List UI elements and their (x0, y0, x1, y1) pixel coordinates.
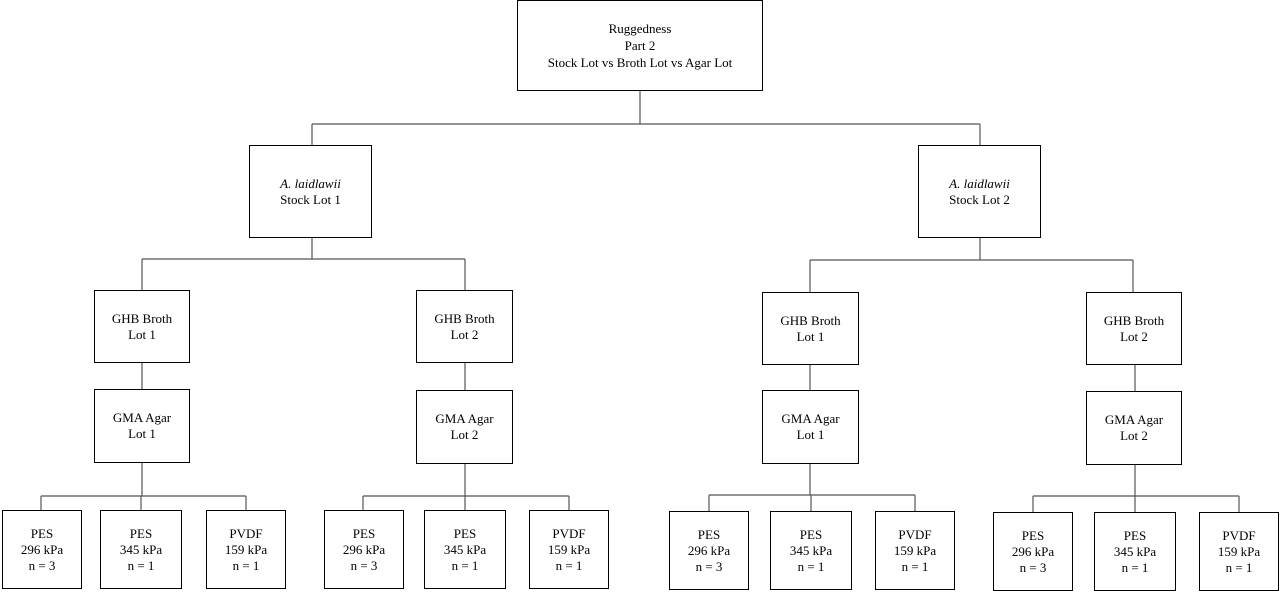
agar-lot: Lot 1 (128, 426, 156, 441)
root-description: Stock Lot vs Broth Lot vs Agar Lot (547, 55, 733, 70)
sample-count: n = 1 (1121, 559, 1149, 575)
broth-lot-node: GHB Broth Lot 1 (94, 290, 190, 363)
agar-name: GMA Agar (781, 411, 840, 426)
membrane-type: PVDF (898, 526, 932, 542)
pressure-value: 296 kPa (20, 541, 64, 557)
pressure-value: 345 kPa (119, 541, 163, 557)
agar-lot-node: GMA Agar Lot 2 (1086, 391, 1182, 465)
membrane-test-node: PES 296 kPa n = 3 (669, 511, 749, 590)
broth-lot-node: GHB Broth Lot 1 (762, 292, 859, 365)
sample-count: n = 3 (28, 557, 56, 573)
membrane-test-node: PVDF 159 kPa n = 1 (875, 511, 955, 590)
broth-lot: Lot 2 (450, 326, 479, 342)
membrane-type: PES (1021, 527, 1045, 543)
broth-lot: Lot 1 (796, 328, 825, 344)
broth-lot-node: GHB Broth Lot 2 (416, 290, 513, 363)
membrane-type: PES (453, 525, 477, 541)
pressure-value: 159 kPa (1217, 543, 1261, 559)
membrane-test-node: PES 296 kPa n = 3 (993, 512, 1073, 591)
pressure-value: 345 kPa (443, 541, 487, 557)
broth-name: GHB Broth (780, 312, 841, 328)
broth-lot: Lot 1 (128, 326, 156, 342)
sample-count: n = 3 (1019, 559, 1047, 575)
broth-lot-node: GHB Broth Lot 2 (1086, 292, 1182, 365)
broth-name: GHB Broth (1103, 312, 1165, 328)
agar-name: GMA Agar (1104, 412, 1164, 427)
pressure-value: 345 kPa (789, 542, 833, 558)
sample-count: n = 1 (1225, 559, 1253, 575)
membrane-test-node: PES 296 kPa n = 3 (324, 510, 404, 589)
membrane-test-node: PES 345 kPa n = 1 (770, 511, 852, 590)
stock-lot-node: A. laidlawii Stock Lot 1 (249, 145, 372, 238)
sample-count: n = 1 (127, 557, 155, 573)
agar-lot-node: GMA Agar Lot 1 (94, 389, 190, 463)
membrane-type: PES (1123, 527, 1147, 543)
membrane-type: PES (352, 525, 376, 541)
stock-lot-label: Stock Lot 1 (280, 191, 341, 207)
pressure-value: 345 kPa (1113, 543, 1157, 559)
membrane-test-node: PVDF 159 kPa n = 1 (206, 510, 286, 589)
membrane-test-node: PVDF 159 kPa n = 1 (1199, 512, 1279, 591)
sample-count: n = 1 (232, 557, 260, 573)
pressure-value: 296 kPa (1011, 543, 1055, 559)
membrane-test-node: PES 345 kPa n = 1 (100, 510, 182, 589)
pressure-value: 159 kPa (547, 541, 591, 557)
agar-name: GMA Agar (435, 411, 494, 426)
membrane-type: PES (697, 526, 721, 542)
sample-count: n = 3 (350, 557, 378, 573)
species-label: A. laidlawii (949, 175, 1010, 191)
pressure-value: 159 kPa (893, 542, 937, 558)
broth-name: GHB Broth (434, 310, 495, 326)
membrane-type: PES (129, 525, 153, 541)
stock-lot-label: Stock Lot 2 (949, 191, 1010, 207)
sample-count: n = 3 (695, 558, 723, 574)
sample-count: n = 1 (797, 558, 825, 574)
membrane-type: PES (30, 525, 54, 541)
membrane-test-node: PES 345 kPa n = 1 (1094, 512, 1176, 591)
agar-lot-node: GMA Agar Lot 2 (416, 390, 513, 464)
membrane-type: PVDF (552, 525, 586, 541)
broth-lot: Lot 2 (1120, 328, 1148, 344)
agar-name: GMA Agar (112, 410, 172, 425)
pressure-value: 296 kPa (687, 542, 731, 558)
stock-lot-node: A. laidlawii Stock Lot 2 (918, 145, 1041, 238)
sample-count: n = 1 (451, 557, 479, 573)
sample-count: n = 1 (901, 558, 929, 574)
root-subtitle: Part 2 (624, 38, 656, 53)
sample-count: n = 1 (555, 557, 583, 573)
membrane-test-node: PES 296 kPa n = 3 (2, 510, 82, 589)
broth-name: GHB Broth (111, 310, 173, 326)
membrane-type: PVDF (229, 525, 263, 541)
agar-lot: Lot 2 (1120, 428, 1148, 443)
agar-lot: Lot 2 (450, 427, 479, 442)
agar-lot: Lot 1 (796, 427, 825, 442)
root-node: Ruggedness Part 2 Stock Lot vs Broth Lot… (517, 0, 763, 91)
root-title: Ruggedness (608, 21, 672, 36)
membrane-test-node: PES 345 kPa n = 1 (424, 510, 506, 589)
species-label: A. laidlawii (280, 175, 341, 191)
pressure-value: 159 kPa (224, 541, 268, 557)
pressure-value: 296 kPa (342, 541, 386, 557)
agar-lot-node: GMA Agar Lot 1 (762, 390, 859, 464)
membrane-test-node: PVDF 159 kPa n = 1 (529, 510, 609, 589)
membrane-type: PES (799, 526, 823, 542)
membrane-type: PVDF (1222, 527, 1256, 543)
